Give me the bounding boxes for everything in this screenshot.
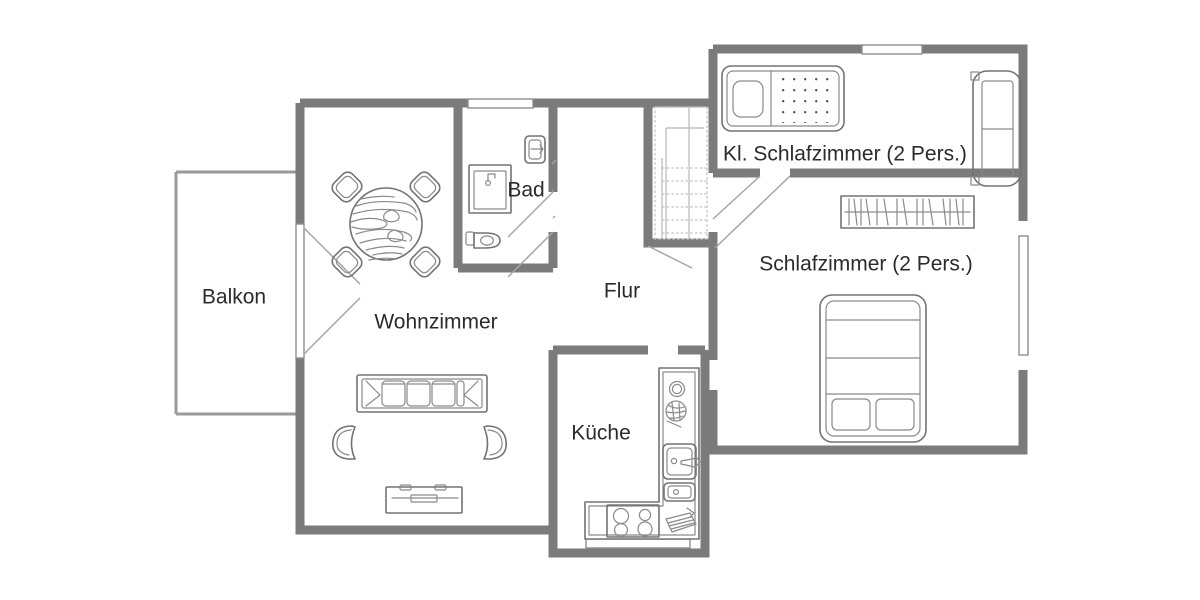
dishwasher: [663, 482, 696, 502]
kitchen-window: [585, 538, 691, 549]
room-label-kl-schlafzimmer: Kl. Schlafzimmer (2 Pers.): [723, 143, 967, 166]
interior-walls: [453, 103, 1023, 530]
dining-chairs: [331, 171, 441, 278]
corner-sofa: [970, 70, 1022, 187]
balkon-room: [174, 170, 300, 416]
bathroom-window: [467, 98, 534, 109]
living-room-furniture: [331, 171, 508, 514]
small-bedroom-furniture: [721, 65, 1022, 187]
hall-stair-door: [647, 245, 693, 269]
room-label-kueche: Küche: [571, 422, 631, 445]
washbasin: [524, 135, 546, 164]
kitchen-furniture: [584, 367, 701, 540]
cooktop-four-burner: [606, 504, 660, 538]
bathroom-door: [551, 159, 557, 269]
cutting-board: [665, 507, 697, 533]
bedroom-furniture: [819, 195, 975, 443]
room-label-bad: Bad: [507, 179, 544, 202]
sofa-four-seat: [356, 374, 488, 413]
wardrobe: [840, 195, 975, 229]
kitchen-utensil: [665, 400, 687, 428]
room-label-schlafzimmer: Schlafzimmer (2 Pers.): [759, 253, 973, 276]
armchair: [483, 425, 508, 460]
bathroom-fixtures: [465, 135, 546, 249]
small-bedroom-door: [712, 175, 761, 220]
bedroom-door: [714, 175, 791, 249]
tv-sideboard: [385, 484, 463, 514]
kitchen-counter-l: [584, 367, 700, 540]
armchair: [331, 425, 356, 460]
round-dining-table: [331, 171, 441, 278]
balcony-double-door: [295, 223, 361, 359]
kitchen-sink: [662, 443, 701, 480]
doors: [295, 159, 791, 359]
room-label-wohnzimmer: Wohnzimmer: [374, 311, 497, 334]
bedroom-window: [1018, 235, 1029, 356]
room-label-flur: Flur: [604, 280, 640, 303]
small-bedroom-window: [861, 44, 923, 55]
room-labels: Balkon Wohnzimmer Bad Flur Küche Kl. Sch…: [202, 143, 973, 445]
double-bed: [819, 294, 927, 443]
room-label-balkon: Balkon: [202, 286, 266, 309]
living-hall-door: [507, 191, 554, 278]
staircase: [654, 106, 708, 240]
toilet: [465, 231, 501, 249]
shower-tray: [468, 164, 512, 214]
single-bed: [721, 65, 845, 132]
